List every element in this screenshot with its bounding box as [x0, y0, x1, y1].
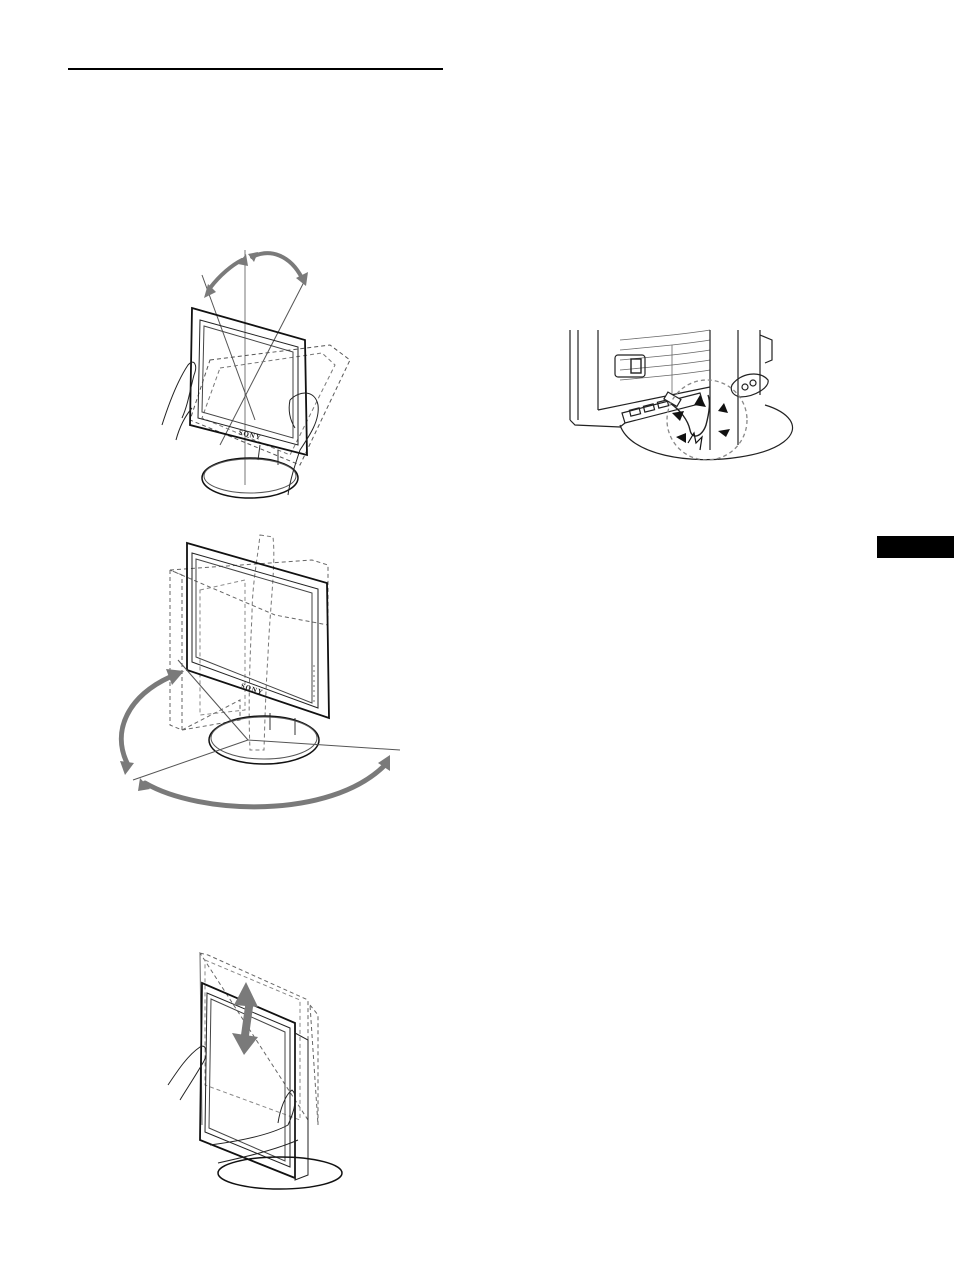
swivel-illustration: SONY	[118, 534, 401, 810]
section-rule	[68, 68, 443, 70]
highlight-circle	[666, 379, 748, 461]
thumb-index-tab	[877, 536, 954, 558]
brand-label: SONY	[240, 682, 265, 697]
figure-tilt: SONY	[150, 240, 370, 510]
figure-cable-holder	[560, 325, 800, 465]
cable-holder-illustration	[569, 329, 794, 461]
figure-height	[150, 945, 350, 1190]
height-illustration	[167, 952, 343, 1190]
figure-swivel: SONY	[100, 525, 420, 820]
tilt-illustration: SONY	[161, 250, 351, 499]
snap-icon	[687, 431, 703, 451]
